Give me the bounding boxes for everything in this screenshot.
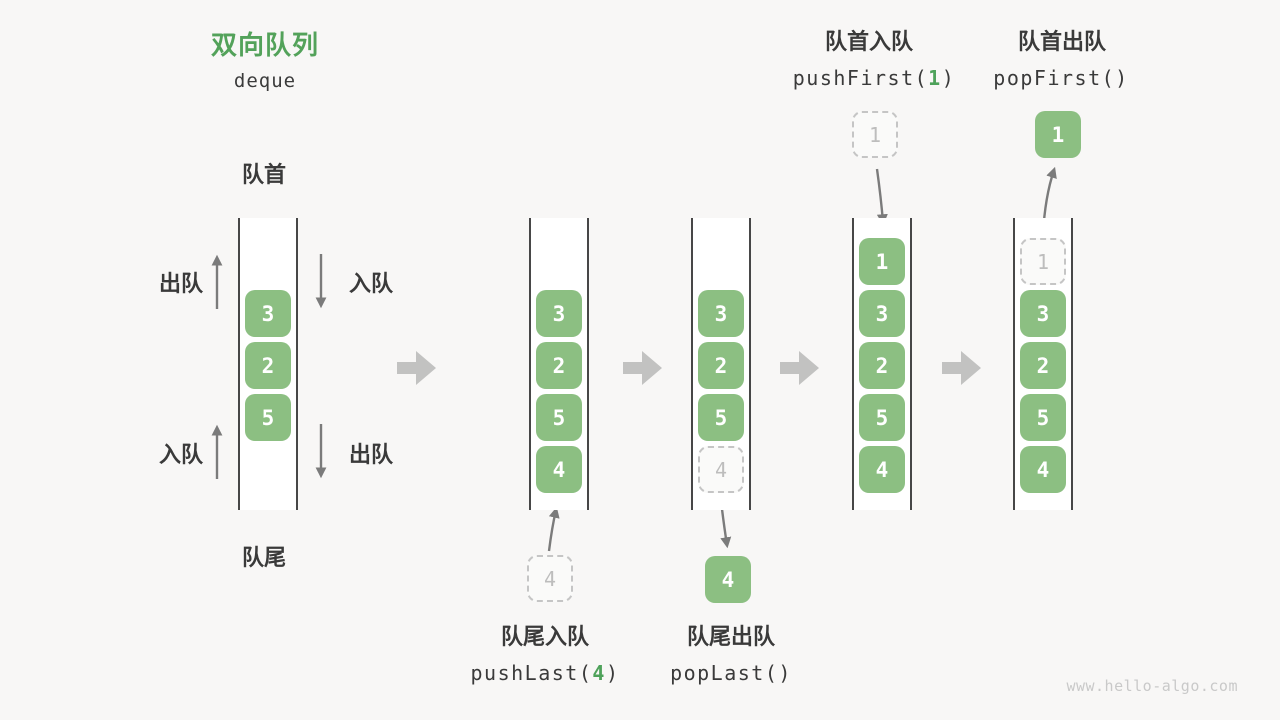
front-label: 队首: [241, 162, 287, 187]
page-title: 双向队列: [210, 30, 320, 60]
code-prefix: pushLast(: [470, 661, 593, 685]
queue-item: 1: [859, 238, 905, 285]
queue-item: 2: [698, 342, 744, 389]
push-first-code: pushFirst(1): [793, 65, 956, 91]
pop-first-code: popFirst(): [993, 65, 1128, 91]
queue-item: 2: [536, 342, 582, 389]
incoming-item-dashed: 1: [852, 111, 898, 158]
push-first-label: 队首入队: [824, 29, 914, 54]
code-prefix: popLast(): [670, 661, 792, 685]
removed-item-dashed: 4: [698, 446, 744, 493]
pop-last-code: popLast(): [670, 660, 792, 686]
code-suffix: ): [605, 661, 620, 685]
flow-arrow-icon: [397, 351, 436, 385]
removed-item-dashed: 1: [1020, 238, 1066, 285]
queue-item: 3: [536, 290, 582, 337]
pop-first-label: 队首出队: [1017, 29, 1107, 54]
incoming-item-dashed: 4: [527, 555, 573, 602]
queue-item: 3: [245, 290, 291, 337]
queue-item: 4: [859, 446, 905, 493]
code-arg: 4: [592, 661, 606, 685]
page-subtitle: deque: [233, 70, 297, 92]
queue-item: 5: [536, 394, 582, 441]
dequeue-label-bottom-right: 出队: [349, 442, 394, 467]
code-arg: 1: [928, 66, 942, 90]
queue-item: 5: [1020, 394, 1066, 441]
queue-item: 2: [245, 342, 291, 389]
flow-arrow-icon: [780, 351, 819, 385]
queue-item: 4: [536, 446, 582, 493]
queue-item: 5: [859, 394, 905, 441]
queue-item: 3: [698, 290, 744, 337]
watermark: www.hello-algo.com: [1066, 677, 1238, 695]
popped-item: 4: [705, 556, 751, 603]
enqueue-label-top-right: 入队: [349, 271, 394, 296]
code-suffix: ): [941, 66, 956, 90]
pop-last-label: 队尾出队: [686, 624, 776, 649]
queue-item: 3: [1020, 290, 1066, 337]
code-prefix: popFirst(): [993, 66, 1129, 90]
flow-arrow-icon: [942, 351, 981, 385]
push-first-arrow-icon: [875, 168, 888, 226]
push-last-arrow-icon: [547, 506, 560, 552]
dequeue-label-top-left: 出队: [158, 271, 203, 296]
queue-item: 5: [245, 394, 291, 441]
push-last-code: pushLast(4): [471, 660, 620, 686]
enqueue-label-bottom-left: 入队: [158, 442, 203, 467]
flow-arrow-icon: [623, 351, 662, 385]
queue-item: 3: [859, 290, 905, 337]
rear-label: 队尾: [241, 545, 287, 570]
code-prefix: pushFirst(: [792, 66, 929, 90]
queue-item: 4: [1020, 446, 1066, 493]
popped-item: 1: [1035, 111, 1081, 158]
queue-item: 5: [698, 394, 744, 441]
queue-item: 2: [1020, 342, 1066, 389]
queue-item: 2: [859, 342, 905, 389]
push-last-label: 队尾入队: [500, 624, 590, 649]
